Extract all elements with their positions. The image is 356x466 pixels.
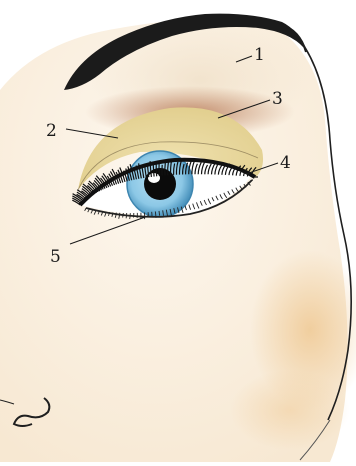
label-3: 3 — [272, 89, 283, 109]
upper-eyelash — [156, 163, 157, 176]
label-5: 5 — [50, 247, 61, 267]
label-4: 4 — [280, 153, 291, 173]
label-2: 2 — [46, 121, 57, 141]
lower-eyelash — [159, 211, 160, 216]
label-1: 1 — [254, 45, 265, 65]
